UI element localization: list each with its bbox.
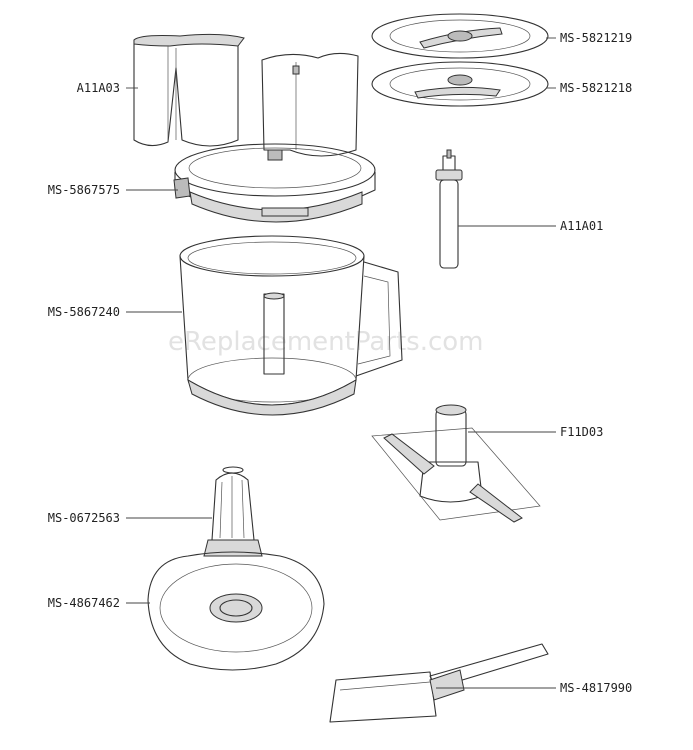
slicing-disc-lower[interactable] bbox=[371, 61, 549, 107]
emulsifying-disc[interactable] bbox=[147, 551, 325, 671]
callout-ms4817990[interactable]: MS-4817990 bbox=[560, 681, 632, 695]
callout-ms5867575[interactable]: MS-5867575 bbox=[48, 183, 120, 197]
bowl-lid[interactable] bbox=[173, 143, 376, 223]
chopping-blade[interactable] bbox=[371, 404, 541, 523]
callout-f11d03[interactable]: F11D03 bbox=[560, 425, 603, 439]
callout-a11a03[interactable]: A11A03 bbox=[77, 81, 120, 95]
callout-ms5821219[interactable]: MS-5821219 bbox=[560, 31, 632, 45]
drive-shaft[interactable] bbox=[435, 149, 463, 269]
callout-a11a01[interactable]: A11A01 bbox=[560, 219, 603, 233]
callout-ms5821218[interactable]: MS-5821218 bbox=[560, 81, 632, 95]
callout-ms0672563[interactable]: MS-0672563 bbox=[48, 511, 120, 525]
watermark-text: eReplacementParts.com bbox=[168, 327, 484, 357]
pusher-set[interactable] bbox=[133, 33, 359, 157]
work-bowl[interactable] bbox=[179, 235, 403, 416]
spatula[interactable] bbox=[329, 643, 549, 723]
spindle[interactable] bbox=[203, 466, 263, 557]
slicing-disc-upper[interactable] bbox=[371, 13, 549, 59]
callout-ms4867462[interactable]: MS-4867462 bbox=[48, 596, 120, 610]
callout-ms5867240[interactable]: MS-5867240 bbox=[48, 305, 120, 319]
